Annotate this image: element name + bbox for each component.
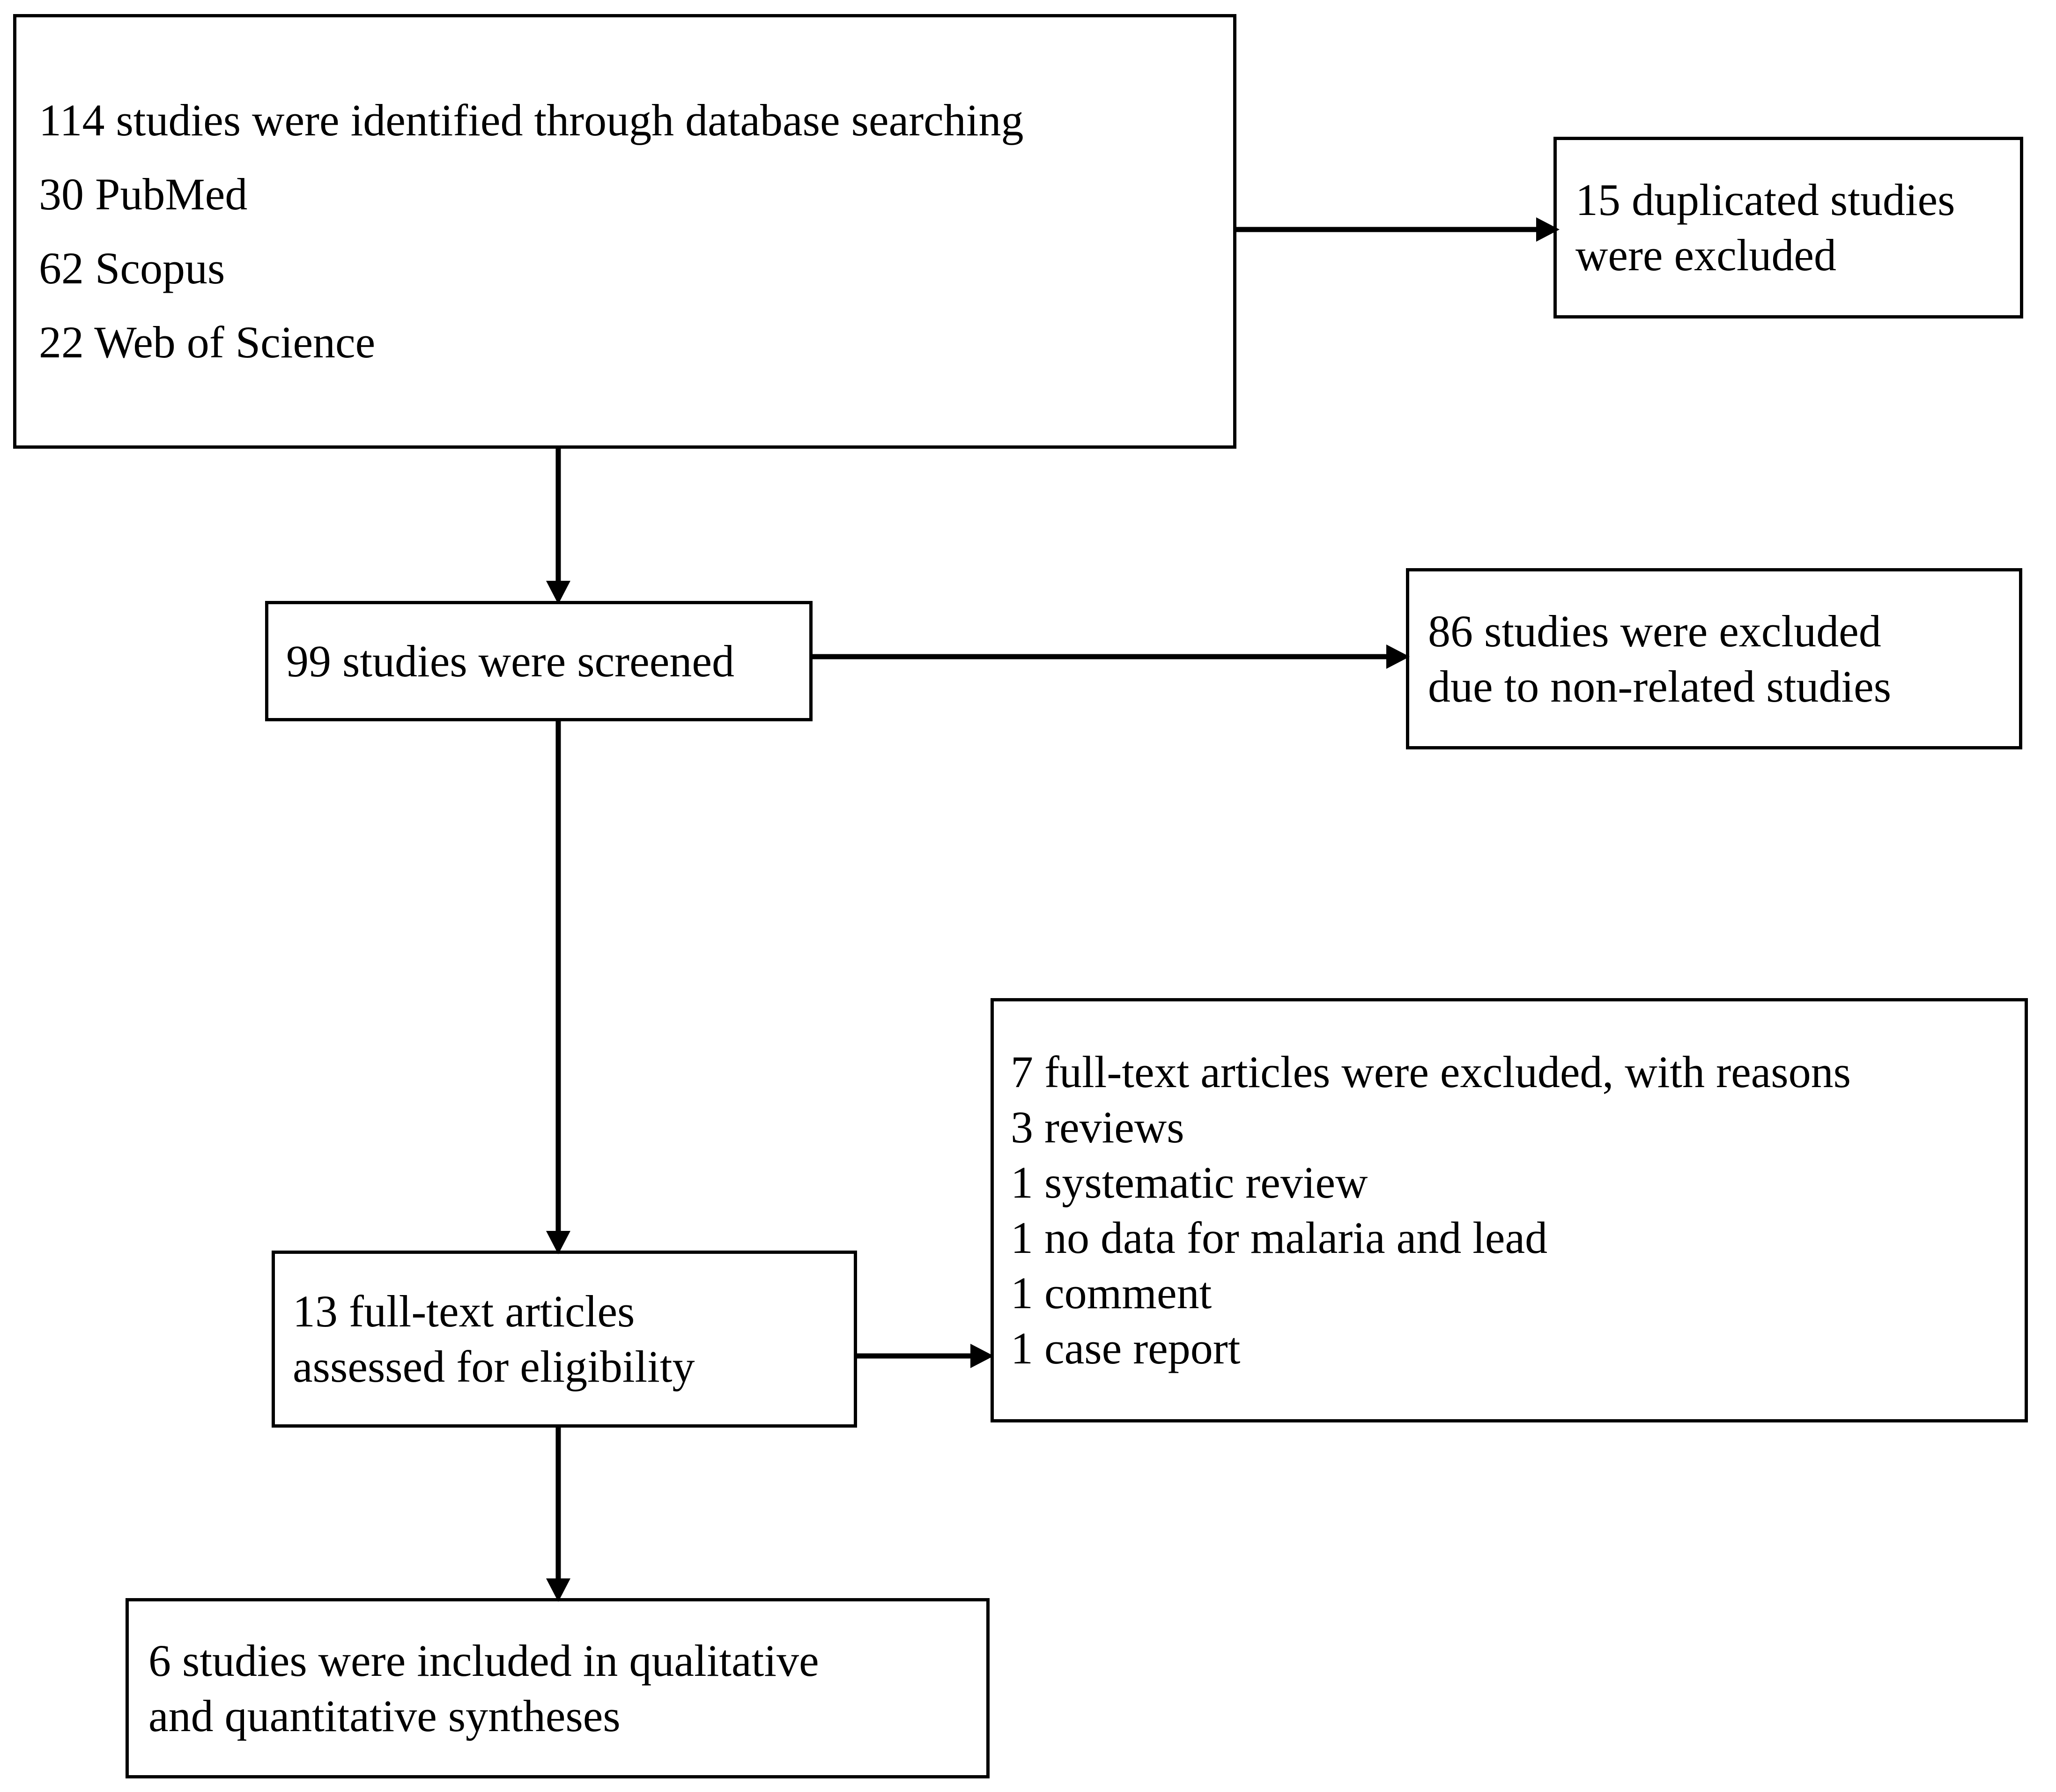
eligibility-box: 13 full-text articles assessed for eligi…: [272, 1251, 857, 1428]
arrow-screened-to-eligibility: [540, 720, 577, 1254]
identification-line-scopus: 62 Scopus: [39, 243, 225, 293]
duplicates-line-2: were excluded: [1575, 230, 1837, 280]
included-box: 6 studies were included in qualitative a…: [126, 1598, 990, 1778]
screened-box: 99 studies were screened: [265, 601, 813, 721]
identification-line-pubmed: 30 PubMed: [39, 169, 248, 219]
identification-line-1: 114 studies were identified through data…: [39, 95, 1024, 145]
identification-line-web-of-science: 22 Web of Science: [39, 317, 376, 367]
screened-line-1: 99 studies were screened: [286, 636, 734, 686]
arrow-screened-to-screening-excluded: [813, 638, 1410, 675]
identification-box: 114 studies were identified through data…: [13, 14, 1236, 449]
arrow-eligibility-to-included: [540, 1427, 577, 1602]
fulltext-excluded-box: 7 full-text articles were excluded, with…: [991, 998, 2028, 1422]
fulltext-excluded-line-case-report: 1 case report: [1011, 1323, 1241, 1373]
included-line-1: 6 studies were included in qualitative: [148, 1635, 819, 1686]
screening-excluded-box: 86 studies were excluded due to non-rela…: [1406, 568, 2022, 749]
fulltext-excluded-line-no-data: 1 no data for malaria and lead: [1011, 1213, 1548, 1263]
arrow-identification-to-screened: [540, 447, 577, 604]
eligibility-line-2: assessed for eligibility: [293, 1341, 695, 1392]
arrow-eligibility-to-fulltext-excluded: [857, 1337, 994, 1375]
fulltext-excluded-line-comment: 1 comment: [1011, 1268, 1212, 1318]
screening-excluded-line-2: due to non-related studies: [1428, 661, 1892, 711]
arrow-identification-to-duplicates: [1236, 211, 1560, 248]
duplicates-excluded-box: 15 duplicated studies were excluded: [1553, 137, 2023, 318]
screening-excluded-line-1: 86 studies were excluded: [1428, 606, 1881, 656]
included-line-2: and quantitative syntheses: [148, 1690, 621, 1741]
duplicates-line-1: 15 duplicated studies: [1575, 175, 1955, 225]
fulltext-excluded-line-reviews: 3 reviews: [1011, 1102, 1184, 1152]
fulltext-excluded-line-systematic-review: 1 systematic review: [1011, 1157, 1368, 1207]
eligibility-line-1: 13 full-text articles: [293, 1286, 635, 1336]
fulltext-excluded-line-header: 7 full-text articles were excluded, with…: [1011, 1047, 1851, 1097]
